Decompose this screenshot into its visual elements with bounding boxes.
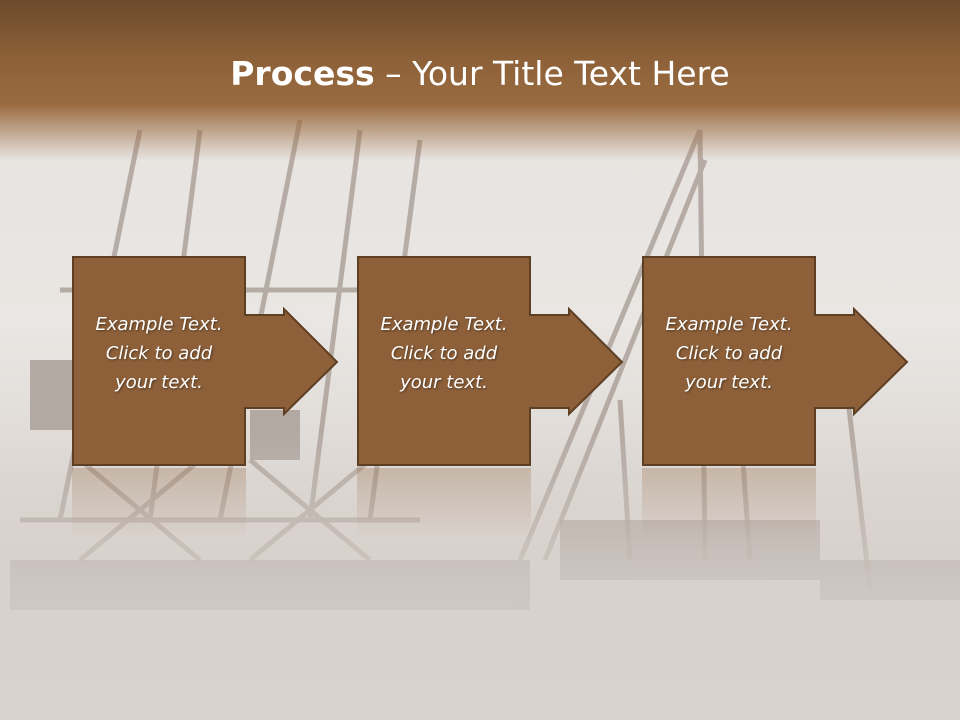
step-text[interactable]: Example Text. Click to add your text. bbox=[357, 310, 531, 397]
arrow-callout-shape bbox=[72, 256, 339, 466]
step-line-2: Click to add bbox=[675, 343, 783, 364]
step-1-reflection bbox=[72, 468, 246, 538]
title-bold-part: Process bbox=[230, 54, 375, 93]
step-line-2: Click to add bbox=[390, 343, 498, 364]
title-band bbox=[0, 0, 960, 160]
step-text[interactable]: Example Text. Click to add your text. bbox=[642, 310, 816, 397]
process-step-3[interactable]: Example Text. Click to add your text. bbox=[642, 256, 909, 466]
step-line-3: your text. bbox=[400, 372, 488, 393]
step-line-1: Example Text. bbox=[665, 314, 793, 335]
step-line-3: your text. bbox=[685, 372, 773, 393]
step-line-3: your text. bbox=[115, 372, 203, 393]
step-line-1: Example Text. bbox=[380, 314, 508, 335]
slide-title[interactable]: Process – Your Title Text Here bbox=[0, 52, 960, 96]
title-rest-part: – Your Title Text Here bbox=[374, 54, 730, 93]
arrow-callout-shape bbox=[357, 256, 624, 466]
step-line-2: Click to add bbox=[105, 343, 213, 364]
step-2-reflection bbox=[357, 468, 531, 538]
process-step-2[interactable]: Example Text. Click to add your text. bbox=[357, 256, 624, 466]
step-3-reflection bbox=[642, 468, 816, 538]
process-step-1[interactable]: Example Text. Click to add your text. bbox=[72, 256, 339, 466]
step-text[interactable]: Example Text. Click to add your text. bbox=[72, 310, 246, 397]
step-line-1: Example Text. bbox=[95, 314, 223, 335]
arrow-callout-shape bbox=[642, 256, 909, 466]
